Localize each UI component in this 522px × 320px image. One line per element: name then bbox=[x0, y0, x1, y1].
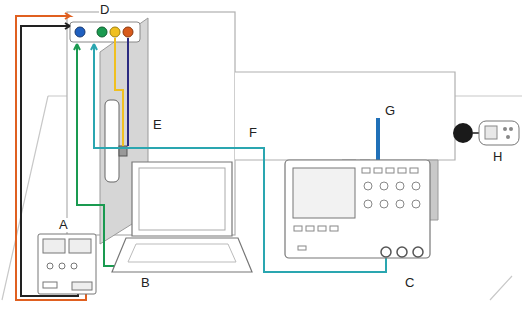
navy-wire bbox=[127, 38, 129, 146]
scope-button bbox=[398, 168, 406, 173]
supply-knob bbox=[71, 263, 77, 269]
connector-panel bbox=[70, 22, 140, 42]
scope-button bbox=[410, 168, 418, 173]
enclosure-box bbox=[67, 12, 235, 235]
sound-meter bbox=[479, 121, 519, 145]
part-label: E bbox=[152, 118, 163, 132]
connector-jack bbox=[75, 27, 85, 37]
power-supply bbox=[38, 234, 96, 294]
scope-button bbox=[294, 226, 302, 231]
wire-arrow bbox=[65, 13, 70, 19]
laptop-display bbox=[139, 168, 225, 230]
meter-button bbox=[506, 135, 510, 139]
connector-jack bbox=[110, 27, 120, 37]
scope-input bbox=[381, 247, 391, 257]
wire-arrow bbox=[65, 23, 70, 29]
meter-button bbox=[503, 127, 507, 131]
supply-knob bbox=[47, 263, 53, 269]
part-label: F bbox=[248, 126, 258, 140]
supply-knob bbox=[59, 263, 65, 269]
part-label: A bbox=[58, 218, 69, 232]
supply-display bbox=[69, 239, 91, 253]
supply-display bbox=[43, 239, 65, 253]
scope-button bbox=[306, 226, 314, 231]
scope-buttons bbox=[294, 168, 420, 250]
scope-button bbox=[362, 168, 370, 173]
laptop-keyboard bbox=[128, 244, 236, 262]
scope-input bbox=[397, 247, 407, 257]
oscilloscope bbox=[285, 160, 430, 258]
scope-button bbox=[374, 168, 382, 173]
laptop-base bbox=[112, 238, 252, 272]
scope-knob bbox=[412, 200, 420, 208]
meter-display bbox=[485, 126, 497, 139]
laptop-screen bbox=[132, 162, 232, 236]
supply-terminals bbox=[72, 282, 92, 290]
scope-knob bbox=[396, 200, 404, 208]
meter-button bbox=[509, 127, 513, 131]
sample-plate bbox=[376, 118, 380, 160]
part-label: C bbox=[404, 276, 415, 290]
transducer bbox=[105, 100, 119, 182]
scope-knob bbox=[380, 182, 388, 190]
wire-arrow bbox=[74, 44, 80, 50]
scope-knob bbox=[412, 182, 420, 190]
yellow-wire bbox=[115, 38, 123, 146]
part-label: B bbox=[140, 276, 151, 290]
scope-button bbox=[386, 168, 394, 173]
part-label: D bbox=[99, 3, 110, 17]
supply-switch bbox=[43, 282, 57, 288]
part-label: G bbox=[384, 104, 396, 118]
scope-button bbox=[330, 226, 338, 231]
duct bbox=[235, 72, 455, 160]
connector-jack bbox=[97, 27, 107, 37]
scope-button bbox=[318, 226, 326, 231]
scope-knob bbox=[380, 200, 388, 208]
connector-jack bbox=[123, 27, 133, 37]
scope-knob bbox=[364, 200, 372, 208]
scope-knob bbox=[364, 182, 372, 190]
scope-switch bbox=[298, 246, 306, 250]
scope-knob bbox=[396, 182, 404, 190]
scope-screen bbox=[293, 168, 355, 218]
wire-arrow bbox=[91, 44, 97, 50]
microphone bbox=[453, 123, 473, 143]
part-label: H bbox=[492, 150, 503, 164]
scope-input bbox=[413, 247, 423, 257]
green-wire bbox=[77, 44, 122, 266]
